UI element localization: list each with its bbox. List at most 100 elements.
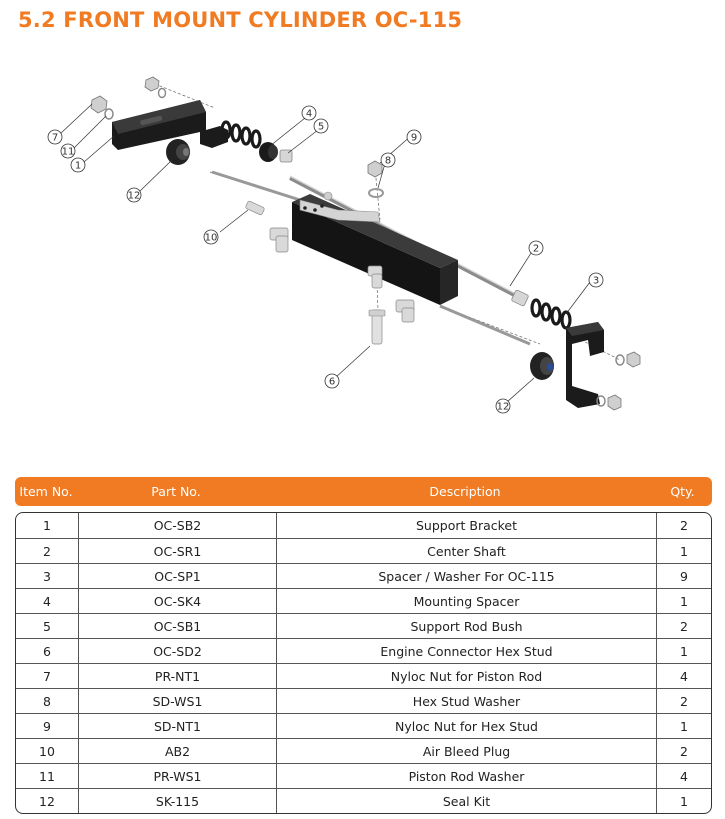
cell-qty: 4 [656,664,711,688]
callout-8: 8 [380,152,396,168]
cell-item-no: 12 [39,793,55,809]
svg-text:8: 8 [385,156,391,167]
table-row: 11 PR-WS1 Piston Rod Washer 4 [16,763,711,788]
cell-part-no: PR-WS1 [78,764,276,788]
cell-part-no: OC-SP1 [78,564,276,588]
cell-qty: 1 [656,589,711,613]
cylinder-body [292,191,458,305]
nyloc-nuts-right [596,351,641,411]
callout-markers: 7 11 1 12 4 5 [47,105,604,414]
table-body: 1 OC-SB2 Support Bracket 2 2 OC-SR1 Cent… [15,512,712,814]
cell-qty: 2 [656,739,711,763]
cell-item-no: 8 [43,693,51,709]
callout-12-right: 12 [495,398,511,414]
table-row: 12 SK-115 Seal Kit 1 [16,788,711,813]
mounting-spacer [259,142,278,162]
spacer-rings-right [530,298,572,330]
cell-item-no: 7 [43,668,51,684]
cell-item-no: 2 [43,543,51,559]
table-header: Item No. Part No. Description Qty. [15,477,712,506]
cylinder-fittings [269,227,415,323]
svg-text:12: 12 [128,191,141,202]
callout-11: 11 [60,143,76,159]
table-row: 7 PR-NT1 Nyloc Nut for Piston Rod 4 [16,663,711,688]
svg-text:10: 10 [205,233,218,244]
cell-description: Nyloc Nut for Hex Stud [276,714,656,738]
callout-1: 1 [70,157,86,173]
cell-description: Spacer / Washer For OC-115 [276,564,656,588]
callout-9: 9 [406,129,422,145]
seal-kit-right [530,352,554,380]
callout-10: 10 [203,229,219,245]
cell-qty: 2 [656,614,711,638]
parts-table: Item No. Part No. Description Qty. 1 OC-… [15,477,712,814]
svg-text:9: 9 [411,133,417,144]
header-qty: Qty. [670,484,695,499]
cell-part-no: PR-NT1 [78,664,276,688]
cell-description: Support Bracket [276,513,656,538]
cell-item-no: 10 [39,743,55,759]
support-bracket-left [112,100,228,150]
cell-qty: 2 [656,689,711,713]
svg-text:6: 6 [329,377,335,388]
support-bracket-right [566,322,604,408]
table-row: 10 AB2 Air Bleed Plug 2 [16,738,711,763]
callout-3: 3 [588,272,604,288]
table-row: 6 OC-SD2 Engine Connector Hex Stud 1 [16,638,711,663]
support-rod-bush [279,149,293,163]
cell-part-no: OC-SR1 [78,539,276,563]
cell-description: Piston Rod Washer [276,764,656,788]
callout-2: 2 [528,240,544,256]
hex-stud-nut-washer [367,160,384,198]
cell-qty: 4 [656,764,711,788]
air-bleed-plug [245,200,265,216]
cell-item-no: 3 [43,568,51,584]
callout-12-left: 12 [126,187,142,203]
cell-part-no: SD-WS1 [78,689,276,713]
cell-qty: 1 [656,539,711,563]
cell-part-no: OC-SK4 [78,589,276,613]
cell-part-no: AB2 [78,739,276,763]
cell-part-no: SK-115 [78,789,276,813]
cell-description: Mounting Spacer [276,589,656,613]
svg-text:12: 12 [497,402,510,413]
cell-qty: 1 [656,639,711,663]
table-row: 4 OC-SK4 Mounting Spacer 1 [16,588,711,613]
exploded-parts-diagram: 7 11 1 12 4 5 [0,60,725,430]
cell-description: Hex Stud Washer [276,689,656,713]
header-part-no: Part No. [151,484,201,499]
svg-text:1: 1 [75,161,81,172]
cell-qty: 1 [656,789,711,813]
cell-item-no: 5 [43,618,51,634]
cell-qty: 1 [656,714,711,738]
cell-item-no: 9 [43,718,51,734]
piston-rod-lower [439,304,531,346]
table-row: 9 SD-NT1 Nyloc Nut for Hex Stud 1 [16,713,711,738]
nyloc-nuts-left [90,76,167,120]
spacer-rings-left [220,120,262,149]
cell-item-no: 4 [43,593,51,609]
cell-description: Center Shaft [276,539,656,563]
cell-item-no: 6 [43,643,51,659]
svg-text:11: 11 [62,147,75,158]
cell-description: Engine Connector Hex Stud [276,639,656,663]
cell-description: Support Rod Bush [276,614,656,638]
cell-part-no: OC-SB1 [78,614,276,638]
table-row: 2 OC-SR1 Center Shaft 1 [16,538,711,563]
engine-connector-hex-stud [368,309,386,345]
callout-6: 6 [324,373,340,389]
cell-part-no: OC-SB2 [78,513,276,538]
svg-text:5: 5 [318,122,324,133]
svg-text:7: 7 [52,133,58,144]
callout-4: 4 [301,105,317,121]
callout-5: 5 [313,118,329,134]
page-title: 5.2 FRONT MOUNT CYLINDER OC-115 [18,8,463,32]
seal-kit-left [166,139,190,165]
cell-part-no: SD-NT1 [78,714,276,738]
cell-item-no: 11 [39,768,55,784]
cell-item-no: 1 [43,518,51,533]
cell-qty: 2 [656,513,711,538]
cell-description: Air Bleed Plug [276,739,656,763]
callout-leaders [59,103,591,403]
table-row: 8 SD-WS1 Hex Stud Washer 2 [16,688,711,713]
